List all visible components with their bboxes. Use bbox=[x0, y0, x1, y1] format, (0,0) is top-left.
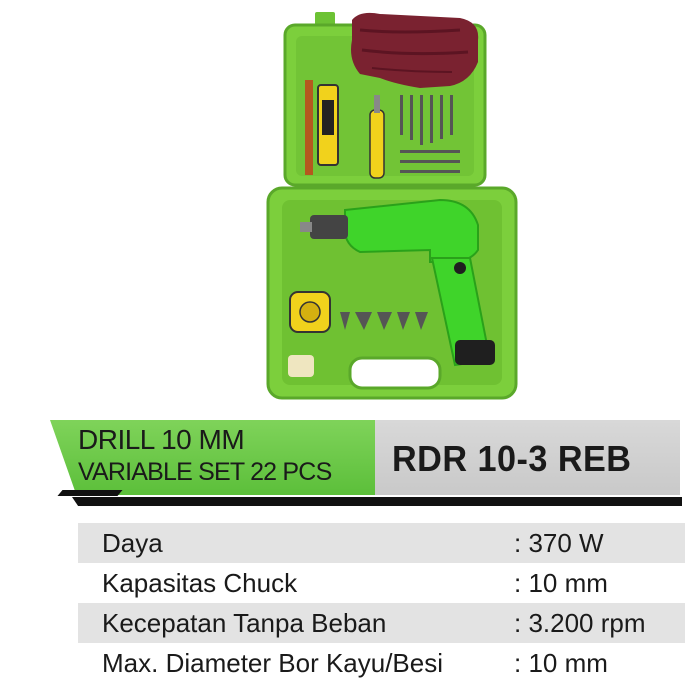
spec-row: Kapasitas Chuck : 10 mm bbox=[78, 563, 685, 603]
banner-accent-stripe bbox=[57, 490, 123, 496]
case-handle bbox=[348, 356, 442, 390]
spec-row: Max. Diameter Bor Kayu/Besi : 10 mm bbox=[78, 643, 685, 683]
pencil bbox=[305, 80, 313, 175]
spec-value: : 370 W bbox=[514, 527, 604, 558]
drill-bits-set bbox=[400, 95, 460, 173]
banner-divider-line bbox=[72, 497, 682, 506]
tape-measure bbox=[289, 291, 331, 333]
case-latch bbox=[315, 12, 335, 26]
title-banner-green bbox=[50, 420, 380, 495]
screwdriver bbox=[369, 109, 385, 179]
work-gloves bbox=[351, 12, 479, 89]
spec-label: Daya bbox=[102, 527, 163, 558]
drill bbox=[300, 198, 495, 367]
spec-value: : 3.200 rpm bbox=[514, 607, 646, 638]
spec-value: : 10 mm bbox=[514, 567, 608, 598]
spec-label: Max. Diameter Bor Kayu/Besi bbox=[102, 647, 444, 678]
product-title-line2: VARIABLE SET 22 PCS bbox=[78, 458, 332, 486]
spec-label: Kapasitas Chuck bbox=[102, 567, 298, 598]
spec-table: Daya : 370 W Kapasitas Chuck : 10 mm Kec… bbox=[78, 523, 685, 683]
spec-row: Kecepatan Tanpa Beban : 3.200 rpm bbox=[78, 603, 685, 643]
product-photo bbox=[266, 12, 518, 400]
grinding-points bbox=[340, 312, 428, 330]
model-code: RDR 10-3 REB bbox=[392, 438, 632, 479]
title-banner-gray bbox=[375, 420, 680, 495]
spec-label: Kecepatan Tanpa Beban bbox=[102, 607, 387, 638]
wall-plugs bbox=[288, 355, 314, 377]
spec-value: : 10 mm bbox=[514, 647, 608, 678]
spec-row: Daya : 370 W bbox=[78, 523, 685, 563]
product-title-line1: DRILL 10 MM bbox=[78, 424, 245, 455]
